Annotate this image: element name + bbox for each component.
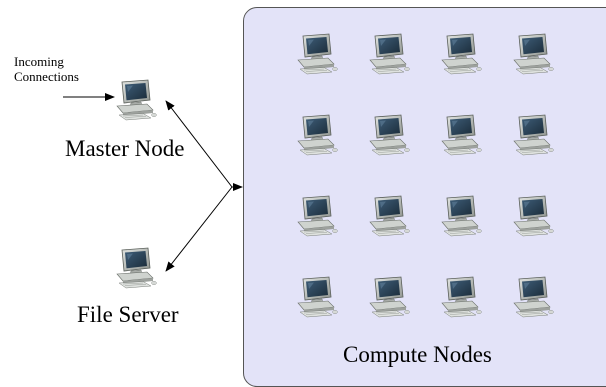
file-server-label: File Server: [77, 302, 179, 327]
compute-node-computer-icon: [438, 30, 484, 76]
diagram-canvas: Incoming Connections Master Node File Se…: [14, 7, 606, 387]
master-node-label: Master Node: [65, 136, 185, 161]
compute-node-computer-icon: [438, 192, 484, 238]
compute-node-computer-icon: [366, 111, 412, 157]
compute-node-computer-icon: [510, 192, 556, 238]
compute-node-computer-icon: [294, 273, 340, 319]
compute-node-computer-icon: [510, 30, 556, 76]
compute-nodes-label: Compute Nodes: [343, 342, 492, 367]
master-node-computer-icon: [113, 76, 159, 122]
file-server-arrow: [165, 186, 233, 272]
compute-node-computer-icon: [294, 111, 340, 157]
compute-node-computer-icon: [438, 273, 484, 319]
compute-node-computer-icon: [438, 111, 484, 157]
connectors: [63, 93, 243, 272]
incoming-label-line2: Connections: [14, 69, 79, 84]
compute-node-computer-icon: [510, 273, 556, 319]
master-arrow: [165, 100, 233, 188]
compute-node-computer-icon: [294, 192, 340, 238]
file-server-computer-icon: [113, 244, 159, 290]
incoming-connections-label: Incoming Connections: [14, 54, 79, 84]
compute-node-computer-icon: [366, 30, 412, 76]
incoming-label-line1: Incoming: [14, 54, 64, 69]
compute-node-computer-icon: [294, 30, 340, 76]
compute-node-computer-icon: [366, 273, 412, 319]
compute-node-computer-icon: [510, 111, 556, 157]
compute-node-computer-icon: [366, 192, 412, 238]
